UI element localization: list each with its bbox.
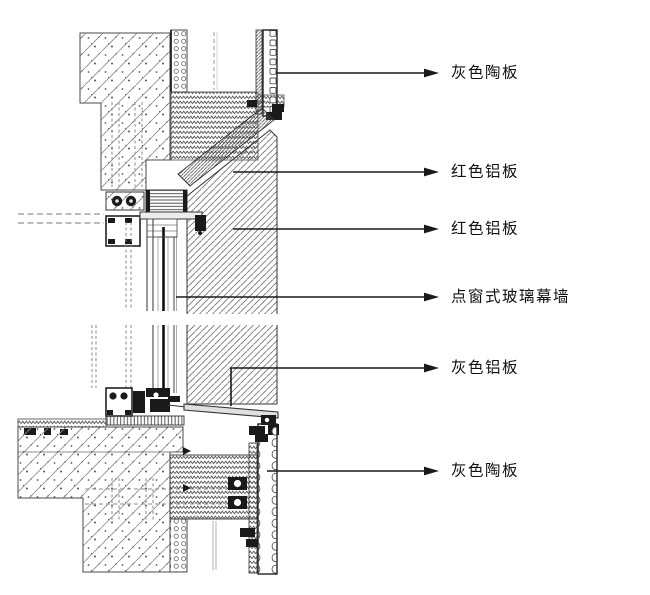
centre-lines [18,213,104,224]
serrated-band-bottom [105,415,185,426]
cavity-line-bottom [212,521,217,570]
weld-marks [183,447,191,492]
floor-zigzag-band [17,418,107,428]
arrowhead-icon-4 [424,292,439,302]
arrowhead-icon-6 [424,466,439,476]
ceramic-panel-bottom [240,423,278,575]
leader-line-5 [230,367,425,406]
callout-label-gray-ceramic-top: 灰色陶板 [451,63,520,82]
callout-label-glass-curtain-wall: 点窗式玻璃幕墙 [451,287,571,306]
sill-frame-box [105,387,133,417]
grey-aluminium-panel [183,403,279,419]
callout-label-gray-aluminium: 灰色铝板 [451,358,520,377]
insulation-honeycomb-top [170,29,188,93]
callout-label-red-aluminium-1: 红色铝板 [451,162,520,181]
callout-arrowheads [424,68,439,476]
section-break-band [84,314,286,325]
panel-fixings-bottom [228,477,247,509]
arrowhead-icon-5 [424,363,439,373]
mullion-box-top [146,218,178,238]
bottom-detail [17,325,279,575]
ceramic-panel-top [247,29,284,120]
concrete-beam-top [79,32,171,191]
glass-curtain-wall-lower [91,325,177,393]
arrowhead-icon-3 [424,224,439,234]
sill-clamp-fittings [133,388,187,413]
channel-box-top [105,215,141,247]
slab-channel-verticals [111,478,154,522]
anchor-plate-top [105,191,145,211]
top-detail [18,29,285,405]
arrowhead-icon-2 [424,167,439,177]
callout-label-gray-ceramic-bottom: 灰色陶板 [451,461,520,480]
arrowhead-icon-1 [424,68,439,78]
insulation-honeycomb-bottom [169,518,188,573]
callout-label-red-aluminium-2: 红色铝板 [451,219,520,238]
red-aluminium-main-panel [186,129,278,405]
red-aluminium-sloped-panel [177,107,275,187]
concrete-slab-bottom [17,426,184,573]
glass-curtain-wall-upper [125,219,177,311]
callout-leaders [176,72,425,472]
serrated-bracket-top [145,189,188,213]
